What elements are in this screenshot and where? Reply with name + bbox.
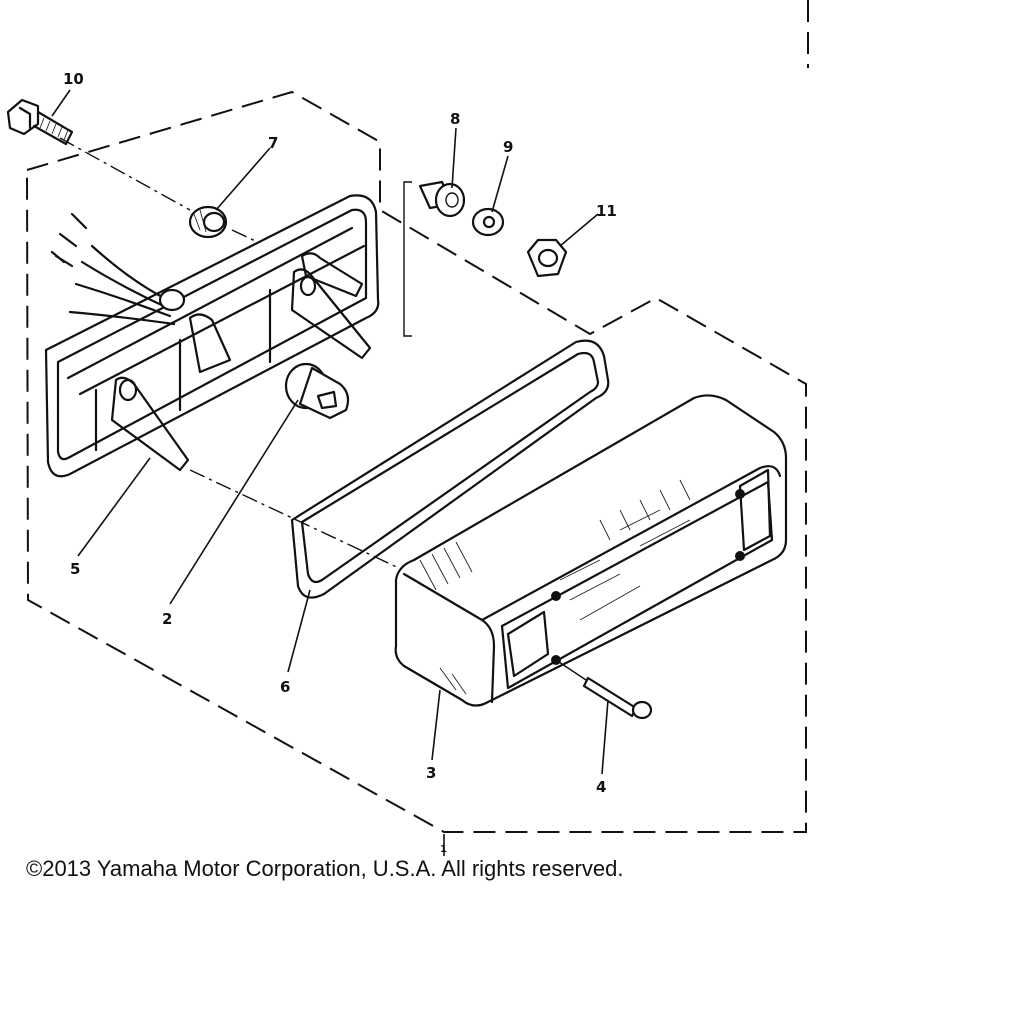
callout-4: 4 (596, 778, 606, 796)
leader-2 (169, 399, 299, 605)
lower-centerline (189, 469, 421, 579)
leader-5 (77, 457, 151, 557)
part-8-collar (418, 180, 466, 218)
leader-10 (51, 89, 71, 117)
callout-7: 7 (268, 134, 278, 152)
callout-5: 5 (70, 560, 80, 578)
callout-10: 10 (63, 70, 84, 88)
part-2-bulb (284, 362, 350, 420)
part-10-bolt (6, 98, 74, 146)
leader-8 (451, 127, 457, 189)
callout-2: 2 (162, 610, 172, 628)
part-7-grommet (188, 205, 228, 239)
part-9-washer (471, 207, 505, 237)
leader-9 (491, 155, 509, 213)
callout-3: 3 (426, 764, 436, 782)
copyright-notice: ©2013 Yamaha Motor Corporation, U.S.A. A… (26, 856, 624, 881)
leader-7 (215, 147, 271, 211)
callout-8: 8 (450, 110, 460, 128)
leader-6 (287, 589, 311, 673)
callout-9: 9 (503, 138, 513, 156)
part-4-screw (555, 659, 653, 720)
part-11-nut (526, 238, 568, 278)
callout-11: 11 (596, 202, 617, 220)
leader-11 (559, 213, 599, 247)
part-3-lens (394, 394, 788, 707)
part-5-housing (44, 194, 380, 478)
assembly-boundary (25, 90, 807, 833)
leader-4 (601, 699, 609, 775)
callout-1: 1 (440, 844, 447, 855)
hardware-bracket (403, 181, 412, 337)
callout-6: 6 (280, 678, 290, 696)
leader-3 (431, 689, 441, 761)
part-6-gasket (290, 339, 610, 599)
